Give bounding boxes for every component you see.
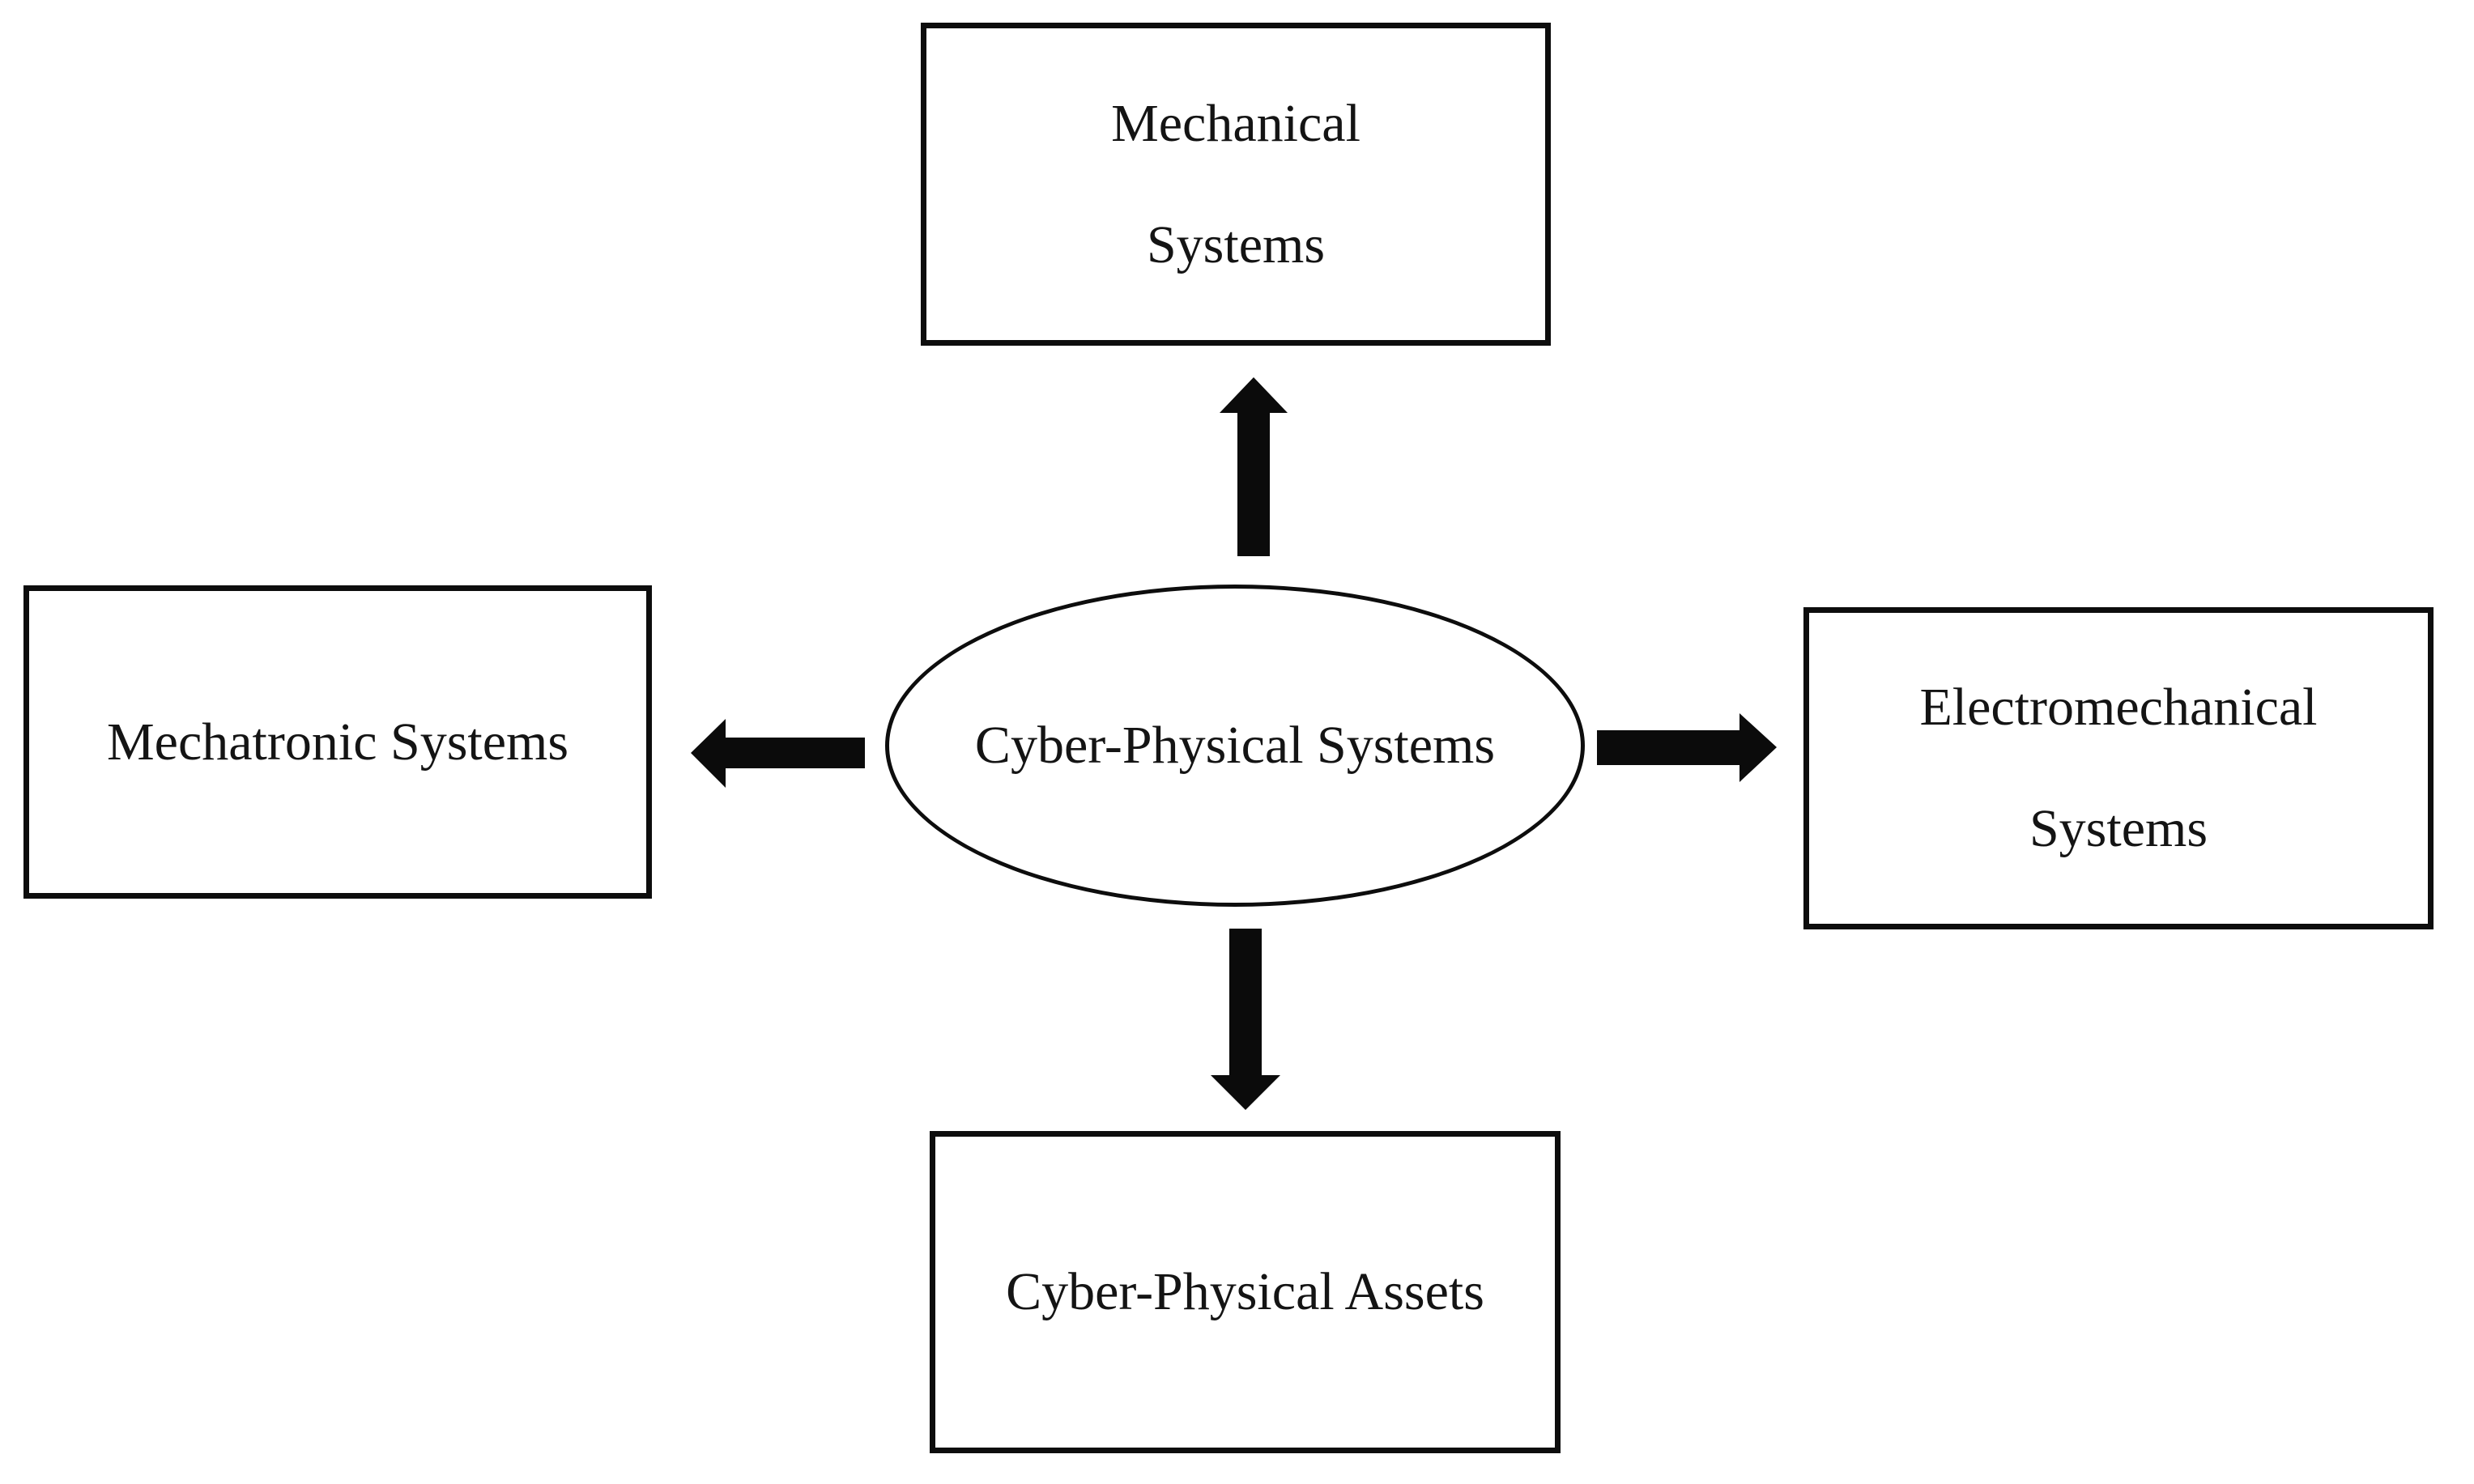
node-label: Cyber-Physical Systems: [974, 716, 1496, 775]
arrow-right-icon: [1597, 713, 1777, 782]
node-label: Mechatronic Systems: [106, 712, 569, 772]
arrow-left-icon: [691, 719, 865, 788]
node-cyber-physical-systems-ellipse: Cyber-Physical Systems: [885, 585, 1585, 907]
arrow-up-icon: [1220, 377, 1288, 556]
node-cyber-physical-assets: Cyber-Physical Assets: [930, 1131, 1561, 1453]
node-mechatronic-systems: Mechatronic Systems: [23, 585, 652, 899]
arrow-down-icon: [1211, 929, 1280, 1110]
node-label: Cyber-Physical Assets: [1006, 1262, 1484, 1321]
node-label: Systems: [2029, 799, 2208, 858]
node-label: Electromechanical: [1919, 678, 2318, 737]
node-mechanical-systems: Mechanical Systems: [921, 23, 1551, 346]
node-label: Mechanical: [1111, 93, 1360, 153]
node-label: Systems: [1146, 215, 1326, 274]
node-electromechanical-systems: Electromechanical Systems: [1803, 607, 2434, 929]
